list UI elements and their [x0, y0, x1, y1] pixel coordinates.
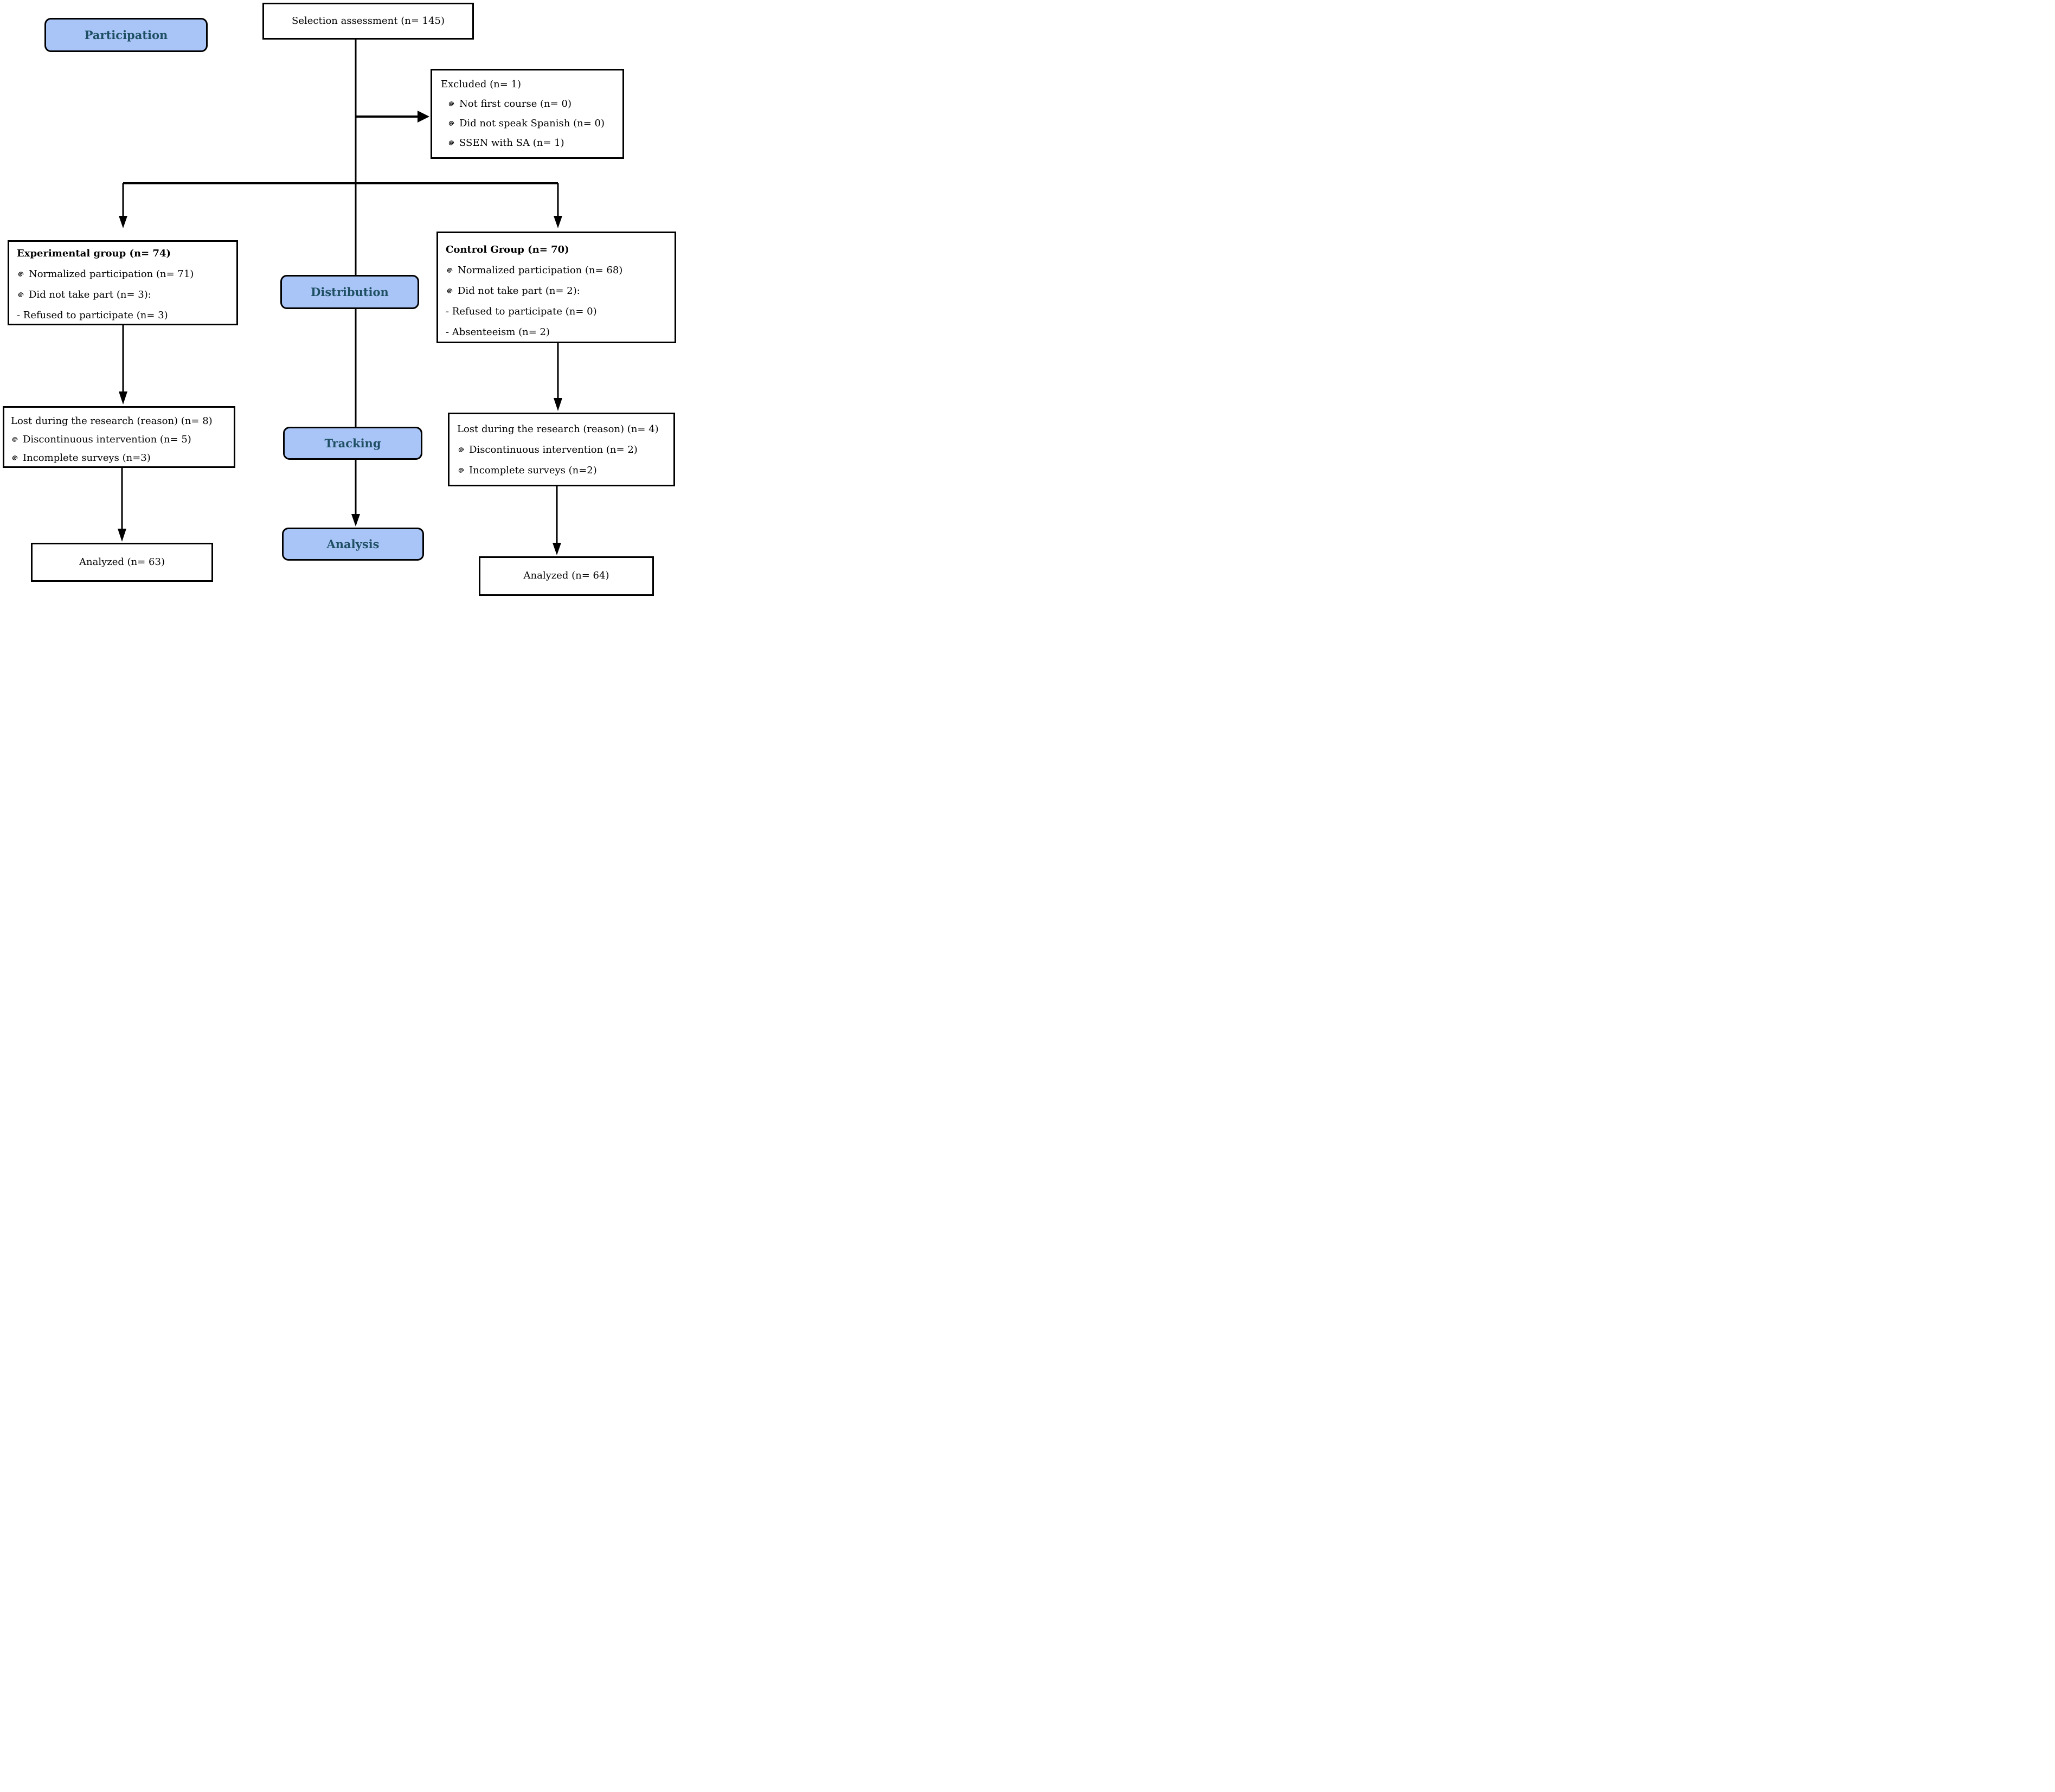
excluded-item-text: SSEN with SA (n= 1) [459, 137, 564, 149]
control-group-item-text: Did not take part (n= 2): [458, 285, 580, 297]
experimental-group-item-text: Normalized participation (n= 71) [29, 268, 194, 280]
arrowhead-to-lost-left [119, 391, 127, 404]
experimental-group-item-text: - Refused to participate (n= 3) [17, 309, 168, 321]
control-group-item: Normalized participation (n= 68) [446, 260, 675, 281]
excluded-title: Excluded (n= 1) [441, 78, 522, 90]
lost-right-item: Incomplete surveys (n=2) [457, 460, 673, 481]
lost-right-item-text: Incomplete surveys (n=2) [469, 464, 597, 476]
lost-left-item: Incomplete surveys (n=3) [11, 449, 234, 467]
arrowhead-to-excluded [418, 111, 429, 123]
spiral-bullet-icon [457, 467, 465, 474]
arrowhead-to-analyzed-left [118, 529, 126, 542]
control-group-box: Control Group (n= 70) Normalized partici… [436, 232, 676, 343]
analysis-stage-label: Analysis [326, 537, 380, 551]
arrowhead-to-control [554, 216, 562, 228]
lost-left-box: Lost during the research (reason) (n= 8)… [3, 406, 235, 468]
experimental-group-item: - Refused to participate (n= 3) [17, 305, 236, 326]
control-group-item: - Absenteeism (n= 2) [446, 322, 675, 343]
analyzed-right-box: Analyzed (n= 64) [479, 556, 654, 596]
lost-right-item: Discontinuous intervention (n= 2) [457, 440, 673, 460]
tracking-stage-box: Tracking [283, 427, 422, 460]
excluded-item-text: Not first course (n= 0) [459, 98, 571, 110]
arrowhead-to-analyzed-right [553, 543, 561, 555]
selection-assessment-box: Selection assessment (n= 145) [262, 3, 474, 40]
excluded-item-text: Did not speak Spanish (n= 0) [459, 117, 605, 129]
spiral-bullet-icon [17, 291, 24, 299]
lost-left-item-text: Discontinuous intervention (n= 5) [23, 433, 191, 445]
analyzed-left-box: Analyzed (n= 63) [31, 543, 213, 582]
lost-right-box: Lost during the research (reason) (n= 4)… [448, 413, 675, 486]
arrowhead-to-experimental [119, 216, 127, 228]
experimental-group-item: Did not take part (n= 3): [17, 285, 236, 305]
excluded-item: SSEN with SA (n= 1) [447, 133, 622, 153]
lost-right-title: Lost during the research (reason) (n= 4) [457, 423, 659, 435]
control-group-item-text: Normalized participation (n= 68) [458, 264, 623, 276]
arrowhead-to-analysis [351, 514, 360, 526]
lost-left-item-text: Incomplete surveys (n=3) [23, 452, 151, 464]
control-group-item: - Refused to participate (n= 0) [446, 301, 675, 322]
spiral-bullet-icon [447, 100, 455, 108]
arrowhead-to-lost-right [554, 398, 562, 411]
spiral-bullet-icon [11, 454, 18, 462]
analysis-stage-box: Analysis [282, 528, 424, 561]
participation-stage-label: Participation [84, 28, 168, 42]
excluded-box: Excluded (n= 1) Not first course (n= 0) … [431, 69, 624, 159]
flow-diagram: Participation Distribution Tracking Anal… [0, 0, 685, 598]
control-group-item-text: - Refused to participate (n= 0) [446, 305, 597, 317]
participation-stage-box: Participation [44, 18, 208, 52]
experimental-group-item-text: Did not take part (n= 3): [29, 288, 151, 300]
experimental-group-item: Normalized participation (n= 71) [17, 264, 236, 285]
tracking-stage-label: Tracking [324, 436, 381, 450]
spiral-bullet-icon [446, 267, 453, 274]
control-group-title: Control Group (n= 70) [446, 243, 569, 255]
control-group-item-text: - Absenteeism (n= 2) [446, 326, 550, 338]
selection-assessment-text: Selection assessment (n= 145) [291, 15, 445, 27]
experimental-group-box: Experimental group (n= 74) Normalized pa… [8, 240, 238, 325]
lost-right-item-text: Discontinuous intervention (n= 2) [469, 444, 638, 455]
spiral-bullet-icon [17, 271, 24, 278]
spiral-bullet-icon [447, 139, 455, 147]
lost-left-title: Lost during the research (reason) (n= 8) [11, 415, 213, 427]
spiral-bullet-icon [447, 120, 455, 127]
excluded-item: Not first course (n= 0) [447, 94, 622, 114]
experimental-group-title: Experimental group (n= 74) [17, 247, 171, 259]
analyzed-left-text: Analyzed (n= 63) [79, 556, 165, 568]
distribution-stage-box: Distribution [280, 275, 419, 309]
lost-left-item: Discontinuous intervention (n= 5) [11, 431, 234, 449]
spiral-bullet-icon [446, 287, 453, 295]
analyzed-right-text: Analyzed (n= 64) [523, 570, 609, 582]
control-group-item: Did not take part (n= 2): [446, 281, 675, 301]
distribution-stage-label: Distribution [311, 285, 389, 299]
spiral-bullet-icon [11, 436, 18, 444]
excluded-item: Did not speak Spanish (n= 0) [447, 114, 622, 133]
spiral-bullet-icon [457, 446, 465, 454]
